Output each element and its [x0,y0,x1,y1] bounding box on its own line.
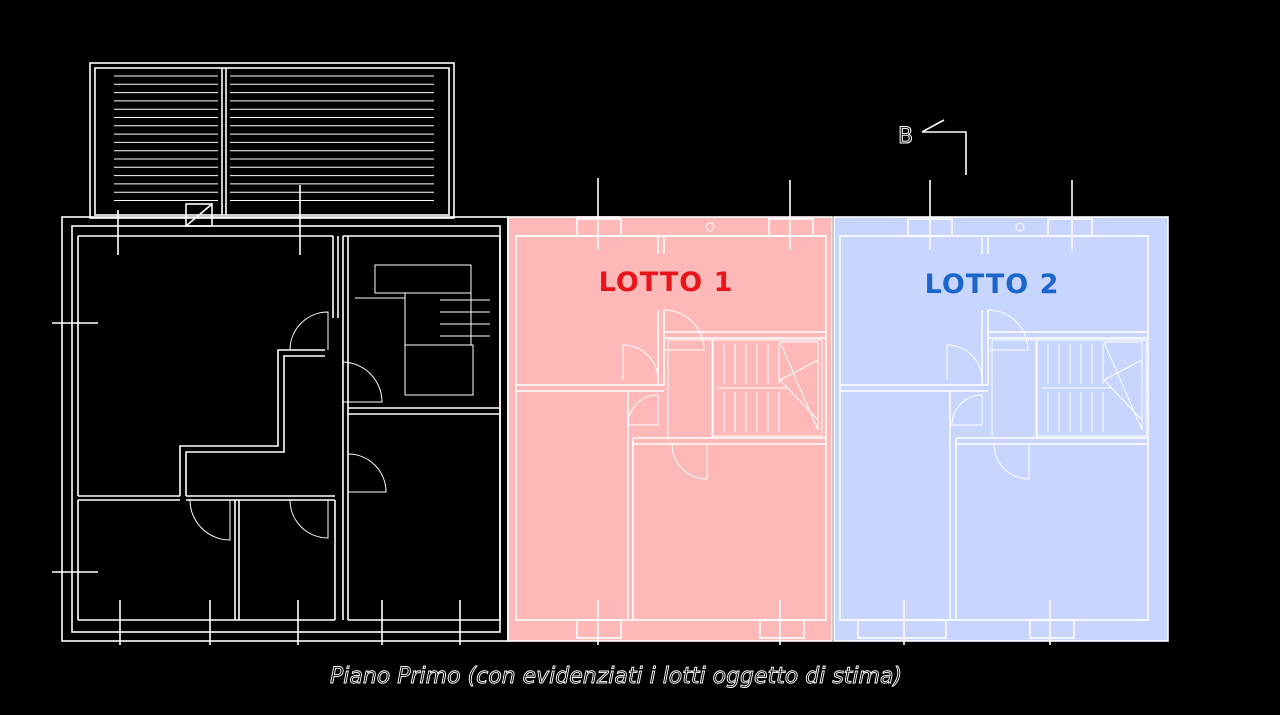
lotto-2-label: LOTTO 2 [925,269,1060,300]
lotto-2-walls [833,216,1169,642]
lotto-2-area [834,217,1168,641]
window-axis-marks [52,178,1073,645]
lotto-1-stair-treads [718,344,788,432]
left-building-walls [61,216,509,642]
balcony-structure [89,62,455,227]
section-marker-label: B [898,124,913,149]
balcony-slats [114,75,434,201]
lotto-1-walls [507,216,833,642]
plan-caption: Piano Primo (con evidenziati i lotti ogg… [329,664,903,690]
lotto-1-area [508,217,832,641]
lotto-2-stair-treads [1042,344,1112,432]
lotto-1-label: LOTTO 1 [599,267,734,298]
section-marker-b: B [898,119,967,175]
